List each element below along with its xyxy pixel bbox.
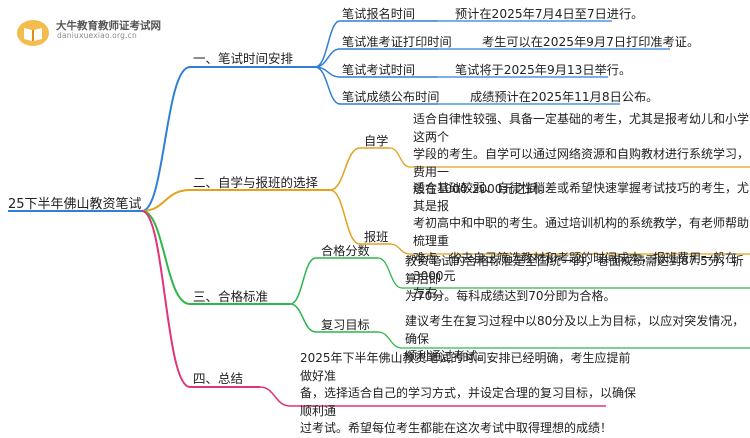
schedule-registration-label: 笔试报名时间 (342, 7, 416, 21)
summary-line-1: 2025年下半年佛山教资笔试的时间安排已经明确，考生应提前做好准 (300, 351, 631, 383)
self-study-line-3: 般在1000-2000元之间。 (413, 182, 551, 196)
self-study-line-1: 适合自律性较强、具备一定基础的考生，尤其是报考幼儿和小学这两个 (413, 112, 750, 144)
passing-score-detail: 教资笔试的合格标准是全国统一的，卷面成绩需达到87.5分，折算后即 为70分。每… (405, 253, 745, 306)
passing-score-line-1: 教资笔试的合格标准是全国统一的，卷面成绩需达到87.5分，折算后即 (405, 254, 744, 286)
passing-score-line-2: 为70分。每科成绩达到70分即为合格。 (405, 289, 616, 303)
branch-summary: 四、总结 (193, 371, 244, 386)
schedule-admission-ticket-label: 笔试准考证打印时间 (342, 35, 452, 49)
watermark-site-name: 大牛教育教师证考试网 (56, 20, 161, 32)
self-study-line-2: 学段的考生。自学可以通过网络资源和自购教材进行系统学习，费用一 (413, 147, 750, 179)
training-class-line-4: 左右。 (413, 286, 450, 300)
review-goal-label: 复习目标 (321, 318, 370, 332)
self-study-detail: 适合自律性较强、具备一定基础的考生，尤其是报考幼儿和小学这两个 学段的考生。自学… (413, 111, 750, 199)
mindmap-connectors (8, 20, 750, 407)
branch-passing-standard: 三、合格标准 (193, 289, 269, 304)
root-topic: 25下半年佛山教资笔试 (8, 197, 142, 212)
review-goal-line-1: 建议考生在复习过程中以80分及以上为目标，以应对突发情况，确保 (405, 314, 745, 346)
schedule-results-label: 笔试成绩公布时间 (342, 90, 440, 104)
self-study-label: 自学 (364, 134, 389, 148)
summary-line-3: 过考试。希望每位考生都能在这次考试中取得理想的成绩！ (300, 421, 613, 435)
schedule-exam-date-label: 笔试考试时间 (342, 63, 416, 77)
summary-line-2: 备，选择适合自己的学习方式，并设定合理的复习目标，以确保顺利通 (300, 386, 637, 418)
passing-score-label: 合格分数 (321, 244, 370, 258)
training-class-detail: 适合基础较弱、自律性稍差或希望快速掌握考试技巧的考生，尤其是报 考初高中和中职的… (413, 180, 750, 303)
schedule-registration-detail: 预计在2025年7月4日至7日进行。 (455, 7, 644, 21)
summary-detail: 2025年下半年佛山教资笔试的时间安排已经明确，考生应提前做好准 备，选择适合自… (300, 350, 640, 438)
branch-study-choice: 二、自学与报班的选择 (193, 175, 319, 190)
watermark-url: daniuxuexiao.org.cn (57, 31, 137, 40)
training-class-line-3: 难点，省去自己筛选教材和考题的时间成本，报班费用一般在3000元 (413, 251, 738, 283)
training-class-line-1: 适合基础较弱、自律性稍差或希望快速掌握考试技巧的考生，尤其是报 (413, 181, 750, 213)
schedule-results-detail: 成绩预计在2025年11月8日公布。 (470, 90, 659, 104)
training-class-line-2: 考初高中和中职的考生。通过培训机构的系统教学，有老师帮助梳理重 (413, 216, 750, 248)
review-goal-detail: 建议考生在复习过程中以80分及以上为目标，以应对突发情况，确保 顺利通过考试。 (405, 313, 745, 366)
branch-exam-schedule: 一、笔试时间安排 (193, 51, 294, 66)
schedule-exam-date-detail: 笔试将于2025年9月13日举行。 (455, 63, 632, 77)
training-class-label: 报班 (364, 230, 389, 244)
review-goal-line-2: 顺利通过考试。 (405, 349, 490, 363)
open-book-icon (15, 16, 51, 48)
schedule-admission-ticket-detail: 考生可以在2025年9月7日打印准考证。 (482, 35, 700, 49)
